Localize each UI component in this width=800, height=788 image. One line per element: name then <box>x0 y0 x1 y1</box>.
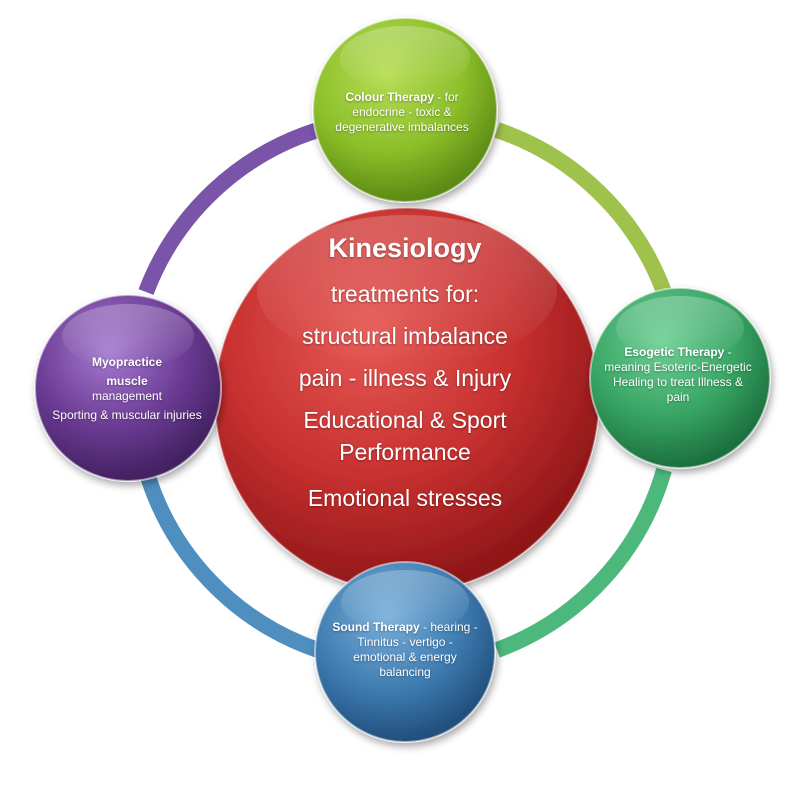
center-line: structural imbalance <box>302 323 508 349</box>
sound-therapy-text: - hearing - Tinnitus - vertigo - emotion… <box>353 620 478 679</box>
colour-therapy-title: Colour Therapy <box>345 89 434 104</box>
node-esogetic-therapy <box>589 287 771 469</box>
node-sound-therapy <box>314 561 496 743</box>
myopractice-sub2: Sporting & muscular injuries <box>52 408 202 422</box>
myopractice-label: Myopractice muscle management Sporting &… <box>42 334 212 444</box>
connector-ring <box>138 122 672 658</box>
myopractice-sub-bold: muscle <box>106 374 148 388</box>
myopractice-title-line: Myopractice <box>92 355 162 370</box>
myopractice-title: Myopractice <box>91 355 163 369</box>
node-myopractice <box>34 294 222 482</box>
center-line: pain - illness & Injury <box>298 365 512 391</box>
esogetic-therapy-label: Esogetic Therapy - meaning Esoteric-Ener… <box>603 340 753 410</box>
node-colour-therapy <box>312 17 498 203</box>
center-title: Kinesiology <box>328 233 482 263</box>
ring-arc-top-left <box>138 122 321 295</box>
center-line: Educational & Sport <box>303 407 507 433</box>
sound-therapy-title: Sound Therapy <box>332 620 420 634</box>
colour-therapy-label: Colour Therapy - for endocrine - toxic &… <box>328 72 476 152</box>
esogetic-therapy-title: Esogetic Therapy <box>624 345 725 359</box>
center-label: Kinesiology treatments for: structural i… <box>250 222 560 522</box>
colour-therapy-description: Colour Therapy - for endocrine - toxic &… <box>328 90 476 135</box>
center-node <box>214 207 600 593</box>
myopractice-sub-bold-line: muscle <box>106 374 147 389</box>
ring-arc-bottom-left <box>138 467 321 658</box>
esogetic-therapy-description: Esogetic Therapy - meaning Esoteric-Ener… <box>603 345 753 405</box>
center-line: Emotional stresses <box>307 485 503 511</box>
colour-therapy-text: - for endocrine - toxic & degenerative i… <box>335 89 469 134</box>
ring-arc-bottom-right <box>494 467 672 658</box>
sound-therapy-description: Sound Therapy - hearing - Tinnitus - ver… <box>330 620 480 680</box>
center-line: treatments for: <box>330 281 480 307</box>
center-line: Performance <box>339 439 471 465</box>
ring-arc-top-right <box>494 122 672 295</box>
sound-therapy-label: Sound Therapy - hearing - Tinnitus - ver… <box>330 610 480 690</box>
esogetic-therapy-text: - meaning Esoteric-Energetic Healing to … <box>604 345 752 404</box>
myopractice-sub-text: management <box>91 389 163 403</box>
